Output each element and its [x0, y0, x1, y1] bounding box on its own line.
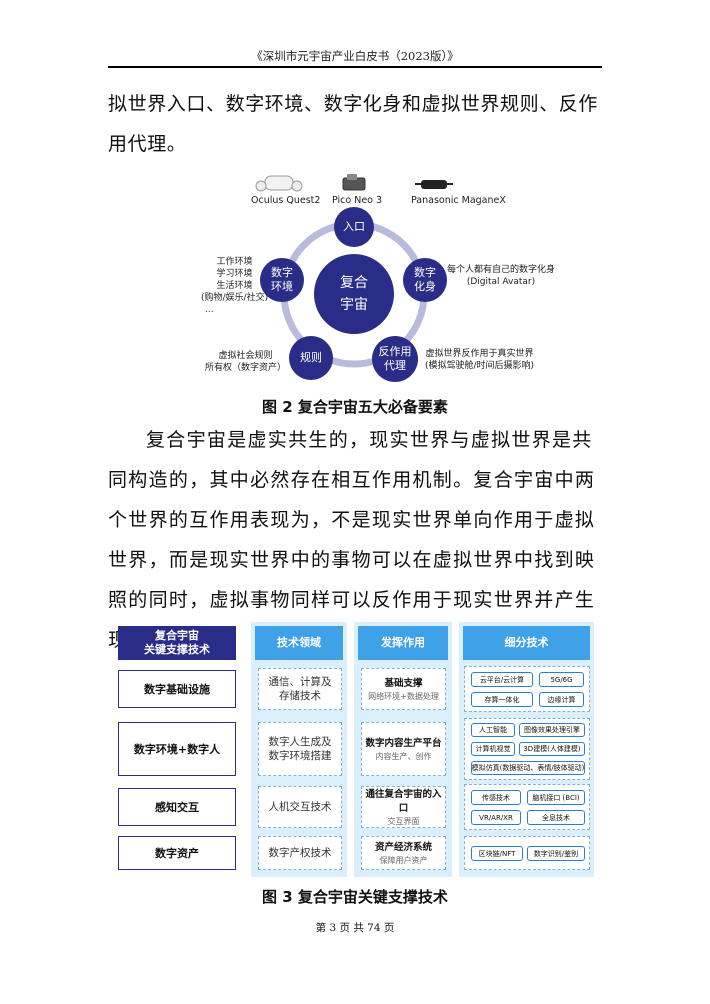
tech-tag: 计算机视觉 — [471, 742, 515, 756]
role-main: 数字内容生产平台 — [365, 737, 442, 749]
rules-note: 虚拟社会规则 所有权（数字资产） — [205, 350, 286, 374]
header-label: 复合宇宙 关键支撑技术 — [144, 629, 210, 656]
reaction-note: 虚拟世界反作用于真实世界 (模拟驾驶舱/时间后摄影响) — [425, 348, 534, 372]
tech-tag: 人工智能 — [471, 723, 515, 737]
row-label-interaction: 感知交互 — [118, 788, 236, 826]
tech-tag: 云平台/云计算 — [471, 672, 533, 687]
tech-tag: 3D建模(人体建模) — [519, 742, 585, 756]
node-reaction-label: 反作用代理 — [378, 345, 412, 372]
node-digital-environment: 数字环境 — [260, 258, 304, 302]
role-main: 基础支撑 — [384, 677, 423, 689]
node-rules-label: 规则 — [300, 351, 322, 364]
row-label-digital-assets: 数字资产 — [118, 836, 236, 870]
role-sub: 网络环境+数据处理 — [368, 691, 439, 701]
tech-tag: 模拟仿真(数据驱动、表情/肢体驱动) — [471, 761, 585, 775]
tech-tag: 数字识别/鉴别 — [527, 846, 585, 861]
device-label: Oculus Quest2 — [251, 195, 321, 206]
page-header: 《深圳市元宇宙产业白皮书（2023版）》 — [251, 49, 459, 63]
note-line: 虚拟世界反作用于真实世界 — [425, 349, 534, 359]
tech-tag: 脑机接口 (BCI) — [527, 790, 585, 805]
note-line: 工作环境 — [216, 257, 253, 267]
node-entry: 入口 — [334, 207, 374, 247]
tech-tag: 区块链/NFT — [471, 846, 523, 861]
cell-text: 数字人生成及 数字环境搭建 — [268, 736, 332, 762]
node-entry-label: 入口 — [343, 220, 365, 233]
note-line: ... — [205, 305, 214, 315]
center-node: 复合宇宙 — [314, 254, 394, 334]
paragraph-2: 复合宇宙是虚实共生的，现实世界与虚拟世界是共同构造的，其中必然存在相互作用机制。… — [108, 429, 596, 651]
header-tech-field: 技术领域 — [255, 626, 343, 660]
tech-field-cell: 通信、计算及 存储技术 — [258, 668, 342, 710]
header-label: 细分技术 — [504, 636, 549, 649]
sub-tech-group: 传感技术 脑机接口 (BCI) VR/AR/XR 全息技术 — [464, 784, 590, 830]
role-sub: 内容生产、创作 — [375, 751, 432, 761]
node-avatar-label: 数字化身 — [414, 266, 436, 293]
header-key-tech: 复合宇宙 关键支撑技术 — [118, 626, 236, 660]
header-sub-tech: 细分技术 — [463, 626, 590, 660]
cell-text: 通信、计算及 存储技术 — [268, 676, 332, 702]
note-line: 每个人都有自己的数字化身 — [447, 265, 556, 275]
node-reaction-agent: 反作用代理 — [372, 336, 418, 382]
role-cell: 数字内容生产平台 内容生产、创作 — [361, 722, 446, 776]
env-note: 工作环境 学习环境 生活环境 (购物/娱乐/社交) ... — [201, 256, 268, 316]
center-node-label: 复合宇宙 — [340, 275, 368, 313]
device-label: Panasonic MaganeX — [411, 195, 506, 206]
header-rule — [108, 66, 602, 68]
role-cell: 资产经济系统 保障用户资产 — [361, 836, 446, 870]
role-sub: 保障用户资产 — [379, 855, 428, 865]
note-line: (Digital Avatar) — [466, 277, 536, 287]
role-cell: 通往复合宇宙的入口 交互界面 — [361, 786, 446, 828]
role-sub: 交互界面 — [387, 816, 420, 826]
node-digital-avatar: 数字化身 — [403, 258, 447, 302]
figure-2-caption: 图 2 复合宇宙五大必备要素 — [262, 398, 448, 416]
header-label: 发挥作用 — [381, 636, 425, 649]
figure-3-caption: 图 3 复合宇宙关键支撑技术 — [262, 888, 448, 906]
node-env-label: 数字环境 — [271, 266, 293, 293]
tech-tag: 全息技术 — [527, 810, 585, 825]
note-line: 生活环境 — [216, 281, 253, 291]
cell-text: 数字产权技术 — [268, 847, 332, 859]
note-line: 虚拟社会规则 — [218, 351, 273, 361]
page-footer: 第 3 页 共 74 页 — [315, 922, 395, 934]
vr-headset-icon — [255, 175, 303, 192]
avatar-note: 每个人都有自己的数字化身 (Digital Avatar) — [447, 264, 555, 288]
tech-tag: 传感技术 — [471, 790, 521, 805]
vr-headset-icon — [342, 174, 366, 191]
tech-field-cell: 数字人生成及 数字环境搭建 — [258, 722, 342, 776]
sub-tech-group: 云平台/云计算 5G/6G 存算一体化 边缘计算 — [464, 666, 590, 712]
role-main: 资产经济系统 — [374, 841, 432, 853]
note-line: 所有权（数字资产） — [205, 363, 287, 373]
sub-tech-group: 人工智能 图像效果处理引擎 计算机视觉 3D建模(人体建模) 模拟仿真(数据驱动… — [464, 718, 590, 780]
role-cell: 基础支撑 网络环境+数据处理 — [361, 668, 446, 710]
row-label-env-avatar: 数字环境+数字人 — [118, 722, 236, 776]
note-line: 学习环境 — [216, 269, 253, 279]
figure-3: 复合宇宙 关键支撑技术 技术领域 发挥作用 细分技术 数字基础设施 通信、计算及… — [118, 622, 594, 877]
sub-tech-group: 区块链/NFT 数字识别/鉴别 — [464, 836, 590, 870]
paragraph-1: 拟世界入口、数字环境、数字化身和虚拟世界规则、反作用代理。 — [108, 93, 599, 155]
tech-field-cell: 数字产权技术 — [258, 836, 342, 870]
tech-tag: 图像效果处理引擎 — [519, 723, 585, 737]
tech-tag: 存算一体化 — [471, 692, 533, 707]
tech-tag: 5G/6G — [539, 672, 584, 687]
note-line: (购物/娱乐/社交) — [201, 293, 269, 303]
header-role: 发挥作用 — [358, 626, 448, 660]
cell-text: 人机交互技术 — [268, 801, 332, 813]
tech-tag: 边缘计算 — [539, 692, 584, 707]
role-main: 通往复合宇宙的入口 — [365, 788, 442, 814]
note-line: (模拟驾驶舱/时间后摄影响) — [425, 361, 535, 371]
tech-tag: VR/AR/XR — [471, 810, 521, 825]
header-label: 技术领域 — [277, 636, 321, 649]
figure-2: Oculus Quest2 Pico Neo 3 Panasonic Magan… — [195, 168, 570, 390]
ar-glasses-icon — [415, 180, 453, 189]
device-label: Pico Neo 3 — [332, 195, 383, 206]
row-label-infrastructure: 数字基础设施 — [118, 670, 236, 708]
node-rules: 规则 — [289, 336, 333, 380]
tech-field-cell: 人机交互技术 — [258, 786, 342, 828]
